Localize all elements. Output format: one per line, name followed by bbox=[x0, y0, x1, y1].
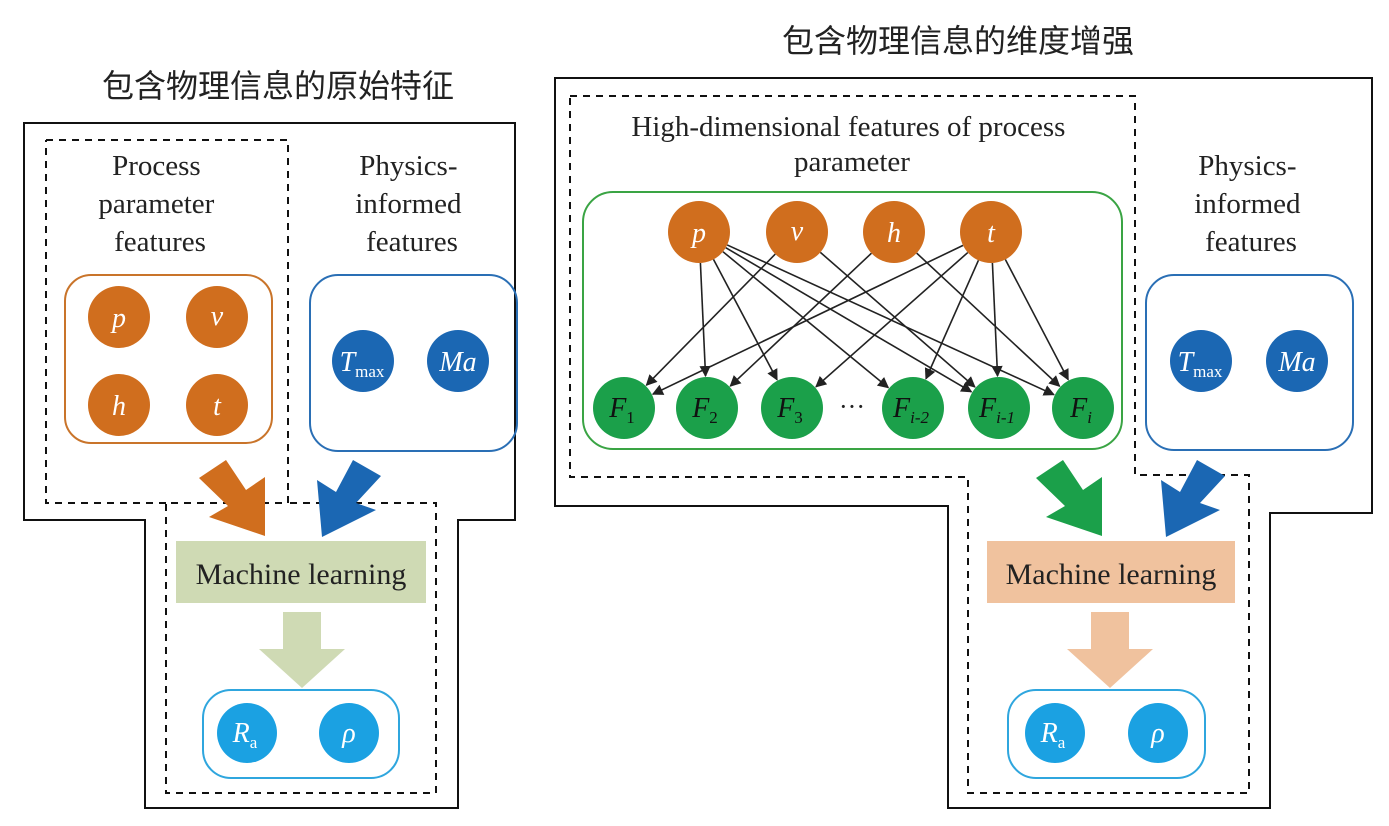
left-process-to-ml-arrow bbox=[199, 460, 265, 536]
right-hd-to-ml-arrow bbox=[1036, 460, 1102, 536]
right-physics-node-ma: Ma bbox=[1266, 330, 1328, 392]
svg-text:Ra: Ra bbox=[1040, 718, 1066, 752]
left-process-node-t: t bbox=[186, 374, 248, 436]
edge-p-to-f2 bbox=[699, 262, 711, 378]
left-ml-box bbox=[176, 541, 426, 603]
left-ml-label: Machine learning bbox=[196, 558, 407, 591]
right-panel-title: 包含物理信息的维度增强 bbox=[782, 22, 1134, 60]
left-process-node-v: v bbox=[186, 286, 248, 348]
svg-text:ρ: ρ bbox=[341, 718, 355, 749]
derived-node-fi-1: Fi-1 bbox=[968, 377, 1030, 439]
edge-p-to-f3 bbox=[712, 259, 778, 381]
left-physics-label: Physics- informed features bbox=[355, 150, 469, 258]
right-physics-box bbox=[1145, 274, 1354, 451]
svg-text:v: v bbox=[211, 301, 224, 332]
edge-t-to-f3 bbox=[815, 251, 969, 388]
svg-text:h: h bbox=[112, 391, 126, 422]
right-output-box bbox=[1007, 689, 1206, 779]
edge-v-to-fi1 bbox=[819, 251, 976, 388]
right-physics-label: Physics- informed features bbox=[1194, 150, 1308, 258]
right-process-node-p: p bbox=[668, 201, 730, 263]
right-physics-node-tmax: Tmax bbox=[1170, 330, 1232, 392]
edge-h-to-f2 bbox=[729, 252, 872, 387]
derived-ellipsis: ··· bbox=[839, 392, 865, 421]
right-ml-box bbox=[987, 541, 1235, 603]
derived-node-f1: F1 bbox=[593, 377, 655, 439]
left-process-dashed-frame bbox=[45, 139, 437, 794]
svg-text:Fi-2: Fi-2 bbox=[892, 393, 929, 427]
right-output-node-ra: Ra bbox=[1025, 703, 1085, 763]
left-outer-frame bbox=[23, 122, 516, 809]
left-process-node-p: p bbox=[88, 286, 150, 348]
svg-text:p: p bbox=[110, 303, 126, 334]
right-ml-label: Machine learning bbox=[1006, 558, 1217, 591]
right-process-node-t: t bbox=[960, 201, 1022, 263]
derived-node-fi: Fi bbox=[1052, 377, 1114, 439]
left-output-node-ra: Ra bbox=[217, 703, 277, 763]
edge-t-to-fi1 bbox=[991, 262, 1003, 378]
right-physics-to-ml-arrow bbox=[1161, 460, 1225, 537]
right-hd-box bbox=[582, 191, 1123, 450]
svg-text:Tmax: Tmax bbox=[1178, 347, 1223, 381]
left-panel-title: 包含物理信息的原始特征 bbox=[102, 67, 454, 105]
svg-text:F3: F3 bbox=[776, 393, 803, 427]
svg-text:Tmax: Tmax bbox=[340, 347, 385, 381]
svg-text:t: t bbox=[987, 218, 996, 249]
left-physics-node-ma: Ma bbox=[427, 330, 489, 392]
edge-t-to-f1 bbox=[651, 244, 964, 395]
derived-node-fi-2: Fi-2 bbox=[882, 377, 944, 439]
derived-node-f3: F3 bbox=[761, 377, 823, 439]
left-physics-to-ml-arrow bbox=[317, 460, 381, 537]
right-outer-frame bbox=[554, 77, 1373, 809]
right-hd-dashed-frame bbox=[569, 95, 1250, 794]
derived-node-f2: F2 bbox=[676, 377, 738, 439]
right-process-node-h: h bbox=[863, 201, 925, 263]
left-process-box bbox=[64, 274, 273, 444]
edge-p-to-fi2 bbox=[722, 251, 890, 389]
right-hd-label: High-dimensional features of process par… bbox=[631, 111, 1072, 178]
svg-text:t: t bbox=[213, 391, 222, 422]
right-process-node-v: v bbox=[766, 201, 828, 263]
svg-text:Ra: Ra bbox=[232, 718, 258, 752]
right-ml-to-output-arrow bbox=[1067, 612, 1153, 688]
svg-text:Ma: Ma bbox=[438, 347, 476, 378]
left-output-box bbox=[202, 689, 400, 779]
left-process-node-h: h bbox=[88, 374, 150, 436]
svg-text:ρ: ρ bbox=[1150, 718, 1164, 749]
svg-text:Ma: Ma bbox=[1277, 347, 1315, 378]
edge-h-to-fi bbox=[916, 252, 1061, 387]
svg-text:F1: F1 bbox=[608, 393, 635, 427]
edge-t-to-fi bbox=[1004, 259, 1069, 381]
svg-text:Fi-1: Fi-1 bbox=[978, 393, 1015, 427]
left-output-node-rho: ρ bbox=[319, 703, 379, 763]
hd-connections bbox=[645, 244, 1069, 396]
svg-text:F2: F2 bbox=[691, 393, 718, 427]
edge-t-to-fi2 bbox=[924, 260, 980, 380]
left-physics-node-tmax: Tmax bbox=[332, 330, 394, 392]
svg-text:h: h bbox=[887, 218, 901, 249]
svg-text:p: p bbox=[690, 218, 706, 249]
svg-text:v: v bbox=[791, 216, 804, 247]
right-output-node-rho: ρ bbox=[1128, 703, 1188, 763]
left-ml-to-output-arrow bbox=[259, 612, 345, 688]
svg-text:Fi: Fi bbox=[1069, 393, 1092, 427]
left-panel: 包含物理信息的原始特征 Process parameter features P… bbox=[23, 67, 518, 809]
left-physics-box bbox=[309, 274, 518, 452]
left-process-label: Process parameter features bbox=[98, 150, 221, 258]
right-panel: 包含物理信息的维度增强 High-dimensional features of… bbox=[554, 22, 1373, 809]
edge-v-to-f1 bbox=[645, 253, 776, 386]
